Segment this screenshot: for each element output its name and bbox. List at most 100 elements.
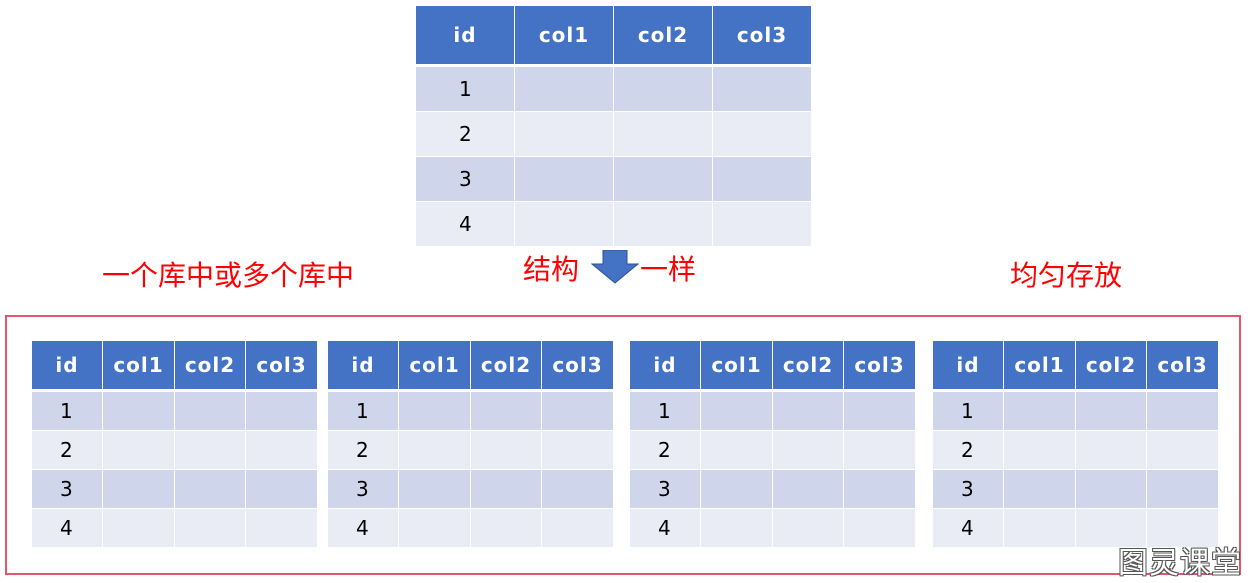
header-cell-col2: col2 <box>1075 340 1147 392</box>
shard-table-1: id col1 col2 col3 1 2 3 4 <box>31 340 318 548</box>
header-cell-col2: col2 <box>613 5 713 67</box>
id-cell: 4 <box>415 201 515 247</box>
id-cell: 1 <box>415 65 515 112</box>
table-row: 1 <box>932 390 1219 431</box>
source-table: id col1 col2 col3 1 2 3 4 <box>415 5 812 247</box>
table-header-row: id col1 col2 col3 <box>415 5 812 67</box>
empty-cell <box>245 508 318 548</box>
header-cell-col2: col2 <box>772 340 844 392</box>
table-row: 3 <box>932 469 1219 509</box>
empty-cell <box>514 201 614 247</box>
table-header-row: id col1 col2 col3 <box>31 340 318 392</box>
id-cell: 3 <box>415 156 515 202</box>
header-cell-col2: col2 <box>174 340 246 392</box>
table-row: 2 <box>415 111 812 157</box>
empty-cell <box>102 508 175 548</box>
empty-cell <box>102 390 175 431</box>
id-cell: 4 <box>31 508 103 548</box>
header-cell-col3: col3 <box>843 340 916 392</box>
empty-cell <box>700 390 773 431</box>
empty-cell <box>1003 430 1076 470</box>
id-cell: 1 <box>31 390 103 431</box>
id-cell: 2 <box>932 430 1004 470</box>
table-header-row: id col1 col2 col3 <box>932 340 1219 392</box>
empty-cell <box>174 390 246 431</box>
table-row: 4 <box>629 508 916 548</box>
empty-cell <box>843 390 916 431</box>
shard-table-4: id col1 col2 col3 1 2 3 4 <box>932 340 1219 548</box>
id-cell: 4 <box>327 508 399 548</box>
label-structure: 结构 <box>523 253 580 286</box>
empty-cell <box>398 390 471 431</box>
empty-cell <box>772 390 844 431</box>
empty-cell <box>102 469 175 509</box>
empty-cell <box>541 508 614 548</box>
table-row: 2 <box>327 430 614 470</box>
shard-table-2: id col1 col2 col3 1 2 3 4 <box>327 340 614 548</box>
empty-cell <box>613 65 713 112</box>
table-row: 4 <box>415 201 812 247</box>
table-row: 3 <box>31 469 318 509</box>
empty-cell <box>1003 469 1076 509</box>
empty-cell <box>1075 390 1147 431</box>
empty-cell <box>245 469 318 509</box>
table-row: 2 <box>932 430 1219 470</box>
header-cell-id: id <box>932 340 1004 392</box>
empty-cell <box>700 469 773 509</box>
empty-cell <box>174 430 246 470</box>
label-same: 一样 <box>640 253 697 286</box>
table-row: 2 <box>31 430 318 470</box>
empty-cell <box>772 508 844 548</box>
empty-cell <box>1075 508 1147 548</box>
empty-cell <box>712 156 812 202</box>
table-row: 1 <box>415 65 812 112</box>
empty-cell <box>772 430 844 470</box>
header-cell-col2: col2 <box>470 340 542 392</box>
empty-cell <box>1146 508 1219 548</box>
table-header-row: id col1 col2 col3 <box>327 340 614 392</box>
header-cell-col1: col1 <box>700 340 773 392</box>
empty-cell <box>470 469 542 509</box>
table-row: 4 <box>327 508 614 548</box>
empty-cell <box>712 111 812 157</box>
empty-cell <box>613 156 713 202</box>
table-row: 1 <box>629 390 916 431</box>
table-row: 4 <box>932 508 1219 548</box>
empty-cell <box>1146 390 1219 431</box>
empty-cell <box>1146 430 1219 470</box>
header-cell-id: id <box>327 340 399 392</box>
empty-cell <box>843 508 916 548</box>
header-cell-col1: col1 <box>1003 340 1076 392</box>
id-cell: 2 <box>31 430 103 470</box>
empty-cell <box>1003 390 1076 431</box>
header-cell-col3: col3 <box>712 5 812 67</box>
table-header-row: id col1 col2 col3 <box>629 340 916 392</box>
empty-cell <box>613 201 713 247</box>
label-same-or-multi-db: 一个库中或多个库中 <box>102 259 355 292</box>
empty-cell <box>102 430 175 470</box>
header-cell-col3: col3 <box>1146 340 1219 392</box>
id-cell: 3 <box>31 469 103 509</box>
header-cell-id: id <box>31 340 103 392</box>
empty-cell <box>470 390 542 431</box>
header-cell-col3: col3 <box>245 340 318 392</box>
empty-cell <box>174 469 246 509</box>
table-row: 2 <box>629 430 916 470</box>
id-cell: 3 <box>932 469 1004 509</box>
id-cell: 2 <box>415 111 515 157</box>
header-cell-id: id <box>629 340 701 392</box>
empty-cell <box>1146 469 1219 509</box>
empty-cell <box>1075 430 1147 470</box>
empty-cell <box>174 508 246 548</box>
shard-table-3: id col1 col2 col3 1 2 3 4 <box>629 340 916 548</box>
empty-cell <box>613 111 713 157</box>
empty-cell <box>514 156 614 202</box>
table-row: 3 <box>415 156 812 202</box>
empty-cell <box>514 65 614 112</box>
table-row: 4 <box>31 508 318 548</box>
id-cell: 3 <box>629 469 701 509</box>
arrow-down-icon <box>591 250 639 284</box>
empty-cell <box>398 469 471 509</box>
empty-cell <box>541 430 614 470</box>
empty-cell <box>245 430 318 470</box>
